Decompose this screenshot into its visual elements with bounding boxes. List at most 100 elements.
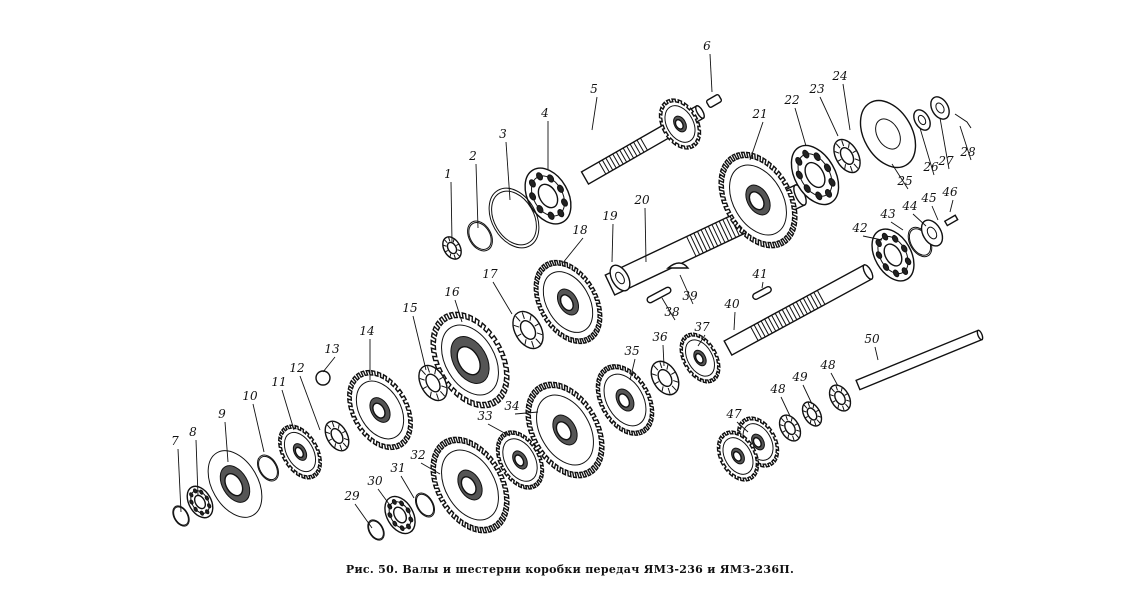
- bearing-30-ball: [405, 507, 411, 514]
- part-label-2: 2: [468, 149, 477, 163]
- mainshaft-spline: [795, 301, 805, 317]
- bearing-12-needle: [337, 424, 340, 429]
- bearing-48a-needle: [782, 430, 786, 433]
- bearing-48b-needle: [846, 399, 851, 402]
- leader-line-39: [679, 274, 694, 305]
- bearing-36-needle: [667, 387, 671, 394]
- bearing-48b-bore: [834, 390, 846, 406]
- bearing-17-needle: [513, 324, 520, 328]
- bearing-49-needle: [807, 402, 811, 407]
- ring-2: [467, 220, 493, 252]
- input-shaft-end: [695, 105, 705, 119]
- bearing-36: [650, 360, 680, 396]
- leader-line-43: [890, 221, 904, 231]
- mainshaft-spline: [799, 299, 808, 315]
- part-label-39: 39: [682, 289, 698, 303]
- bearing-12-needle: [331, 421, 335, 428]
- part-label-37: 37: [694, 320, 710, 334]
- leader-line-22: [794, 107, 807, 147]
- part-label-25: 25: [896, 174, 912, 188]
- bearing-48a-needle: [792, 435, 795, 441]
- part-label-13: 13: [324, 342, 340, 356]
- leader-line-46: [949, 199, 954, 213]
- bearing-1-needle: [443, 244, 447, 247]
- part-label-4: 4: [540, 106, 549, 120]
- leader-line-26: [919, 127, 935, 176]
- bearing-12-needle: [341, 430, 346, 434]
- part-label-47: 47: [725, 407, 742, 421]
- mainshaft-spline: [781, 309, 791, 324]
- bearing-4-bore: [537, 183, 559, 209]
- mainshaft-spline: [753, 324, 763, 340]
- washer-26-hole: [917, 114, 927, 126]
- bearing-4-ball: [536, 172, 544, 181]
- bearing-1-needle: [456, 252, 460, 257]
- mainshaft-spline: [764, 318, 773, 334]
- part-label-24: 24: [831, 69, 847, 83]
- bearing-42-ball: [875, 251, 883, 259]
- bearing-36-needle: [659, 362, 663, 369]
- part-label-45: 45: [920, 191, 936, 205]
- bearing-23-needle: [834, 151, 840, 154]
- part-label-6: 6: [703, 39, 711, 53]
- bearing-48b-needle: [842, 405, 845, 411]
- mainshaft-spline: [774, 313, 784, 328]
- bearing-22-ball: [813, 152, 821, 161]
- gear-34-hub: [555, 421, 572, 441]
- leader-line-38: [661, 297, 676, 321]
- bearing-17-needle: [531, 340, 535, 348]
- bearing-36-needle: [651, 373, 657, 376]
- snap-7-outer: [172, 505, 190, 527]
- leader-line-32: [420, 462, 441, 475]
- bearing-17-bore: [519, 320, 537, 340]
- bearing-30-ball: [387, 512, 393, 519]
- bearing-4-ball: [528, 179, 536, 188]
- part-label-9: 9: [218, 407, 226, 421]
- leader-line-48: [830, 372, 839, 387]
- part-label-26: 26: [922, 160, 939, 174]
- part-label-32: 32: [410, 448, 425, 462]
- bearing-15-needle: [422, 386, 428, 390]
- bearing-48b-needle: [829, 394, 834, 397]
- bearing-17-needle: [515, 315, 521, 322]
- part-label-49: 49: [791, 370, 808, 384]
- input-shaft-spline: [622, 147, 631, 161]
- bearing-49-needle: [812, 404, 815, 409]
- synchro-9-hub: [224, 473, 244, 497]
- bearing-1-needle: [453, 254, 456, 259]
- leader-line-7: [177, 448, 182, 513]
- leader-line-15: [412, 315, 427, 371]
- bearing-48a-needle: [796, 429, 801, 432]
- bearing-48b-needle: [837, 404, 840, 409]
- ball-13: [315, 370, 331, 386]
- pin-6: [705, 94, 723, 108]
- plate-44-hole: [926, 226, 938, 240]
- bearing-48b-needle: [844, 393, 848, 396]
- bearing-48a-needle: [790, 417, 793, 422]
- plate-44-body: [920, 219, 944, 247]
- gear-37-hub: [694, 353, 704, 364]
- bearing-22-ball: [824, 189, 833, 198]
- snap-29-inner: [368, 520, 384, 540]
- bearing-36-bore: [657, 368, 673, 388]
- bearing-23-needle: [835, 143, 841, 149]
- bearing-22: [790, 144, 840, 206]
- mainshaft-spline: [771, 314, 780, 330]
- bearing-42: [871, 228, 915, 282]
- bearing-17-needle: [521, 312, 525, 320]
- washer-19: [609, 264, 631, 292]
- bearing-22-ball: [803, 184, 811, 193]
- countershaft-spline: [704, 227, 715, 249]
- bearing-15-needle: [426, 366, 430, 373]
- gear-34-face: [536, 394, 594, 466]
- part-label-30: 30: [367, 474, 383, 488]
- bearing-1-needle: [455, 243, 459, 247]
- bearing-30-ball: [399, 500, 405, 507]
- part-label-29: 29: [343, 489, 360, 503]
- bearing-49-needle: [802, 410, 807, 413]
- synchro-16-hub: [456, 346, 481, 376]
- part-label-15: 15: [402, 301, 417, 315]
- bearing-36-needle: [671, 385, 677, 391]
- leader-line-10: [252, 403, 265, 453]
- part-label-40: 40: [723, 297, 740, 311]
